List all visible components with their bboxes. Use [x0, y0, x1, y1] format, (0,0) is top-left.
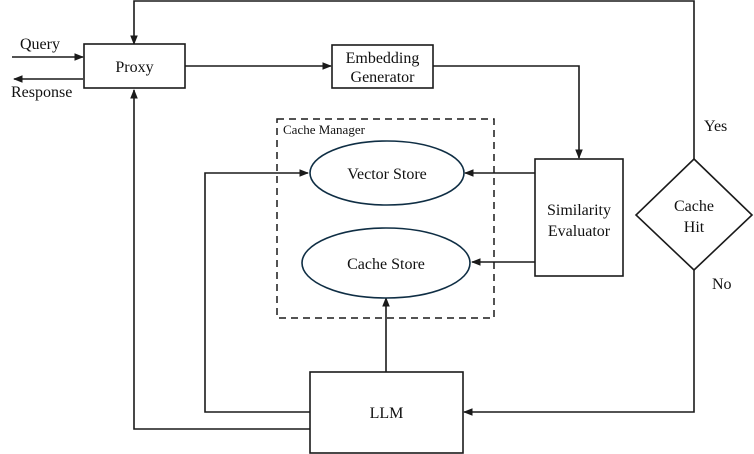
edge-llm-to-vector-store — [204, 169, 310, 413]
query-label: Query — [20, 36, 60, 53]
vector-store-node: Vector Store — [309, 140, 465, 206]
proxy-node: Proxy — [83, 43, 186, 89]
similarity-evaluator-node: Similarity Evaluator — [534, 158, 624, 277]
cache-hit-label-line1: Cache — [674, 198, 714, 215]
proxy-label: Proxy — [115, 59, 153, 76]
cache-hit-decision-node: Cache Hit — [634, 157, 754, 272]
cache-store-node: Cache Store — [301, 227, 471, 299]
cache-hit-label-line2: Hit — [684, 219, 705, 236]
similarity-evaluator-label-line1: Similarity — [547, 202, 611, 219]
cache-manager-group — [276, 118, 495, 319]
embedding-generator-node: Embedding Generator — [331, 44, 434, 89]
cache-manager-label: Cache Manager — [283, 122, 366, 137]
edge-embedding-to-similarity — [433, 65, 583, 159]
edge-cache-hit-yes-to-proxy — [130, 0, 695, 159]
no-label: No — [712, 276, 732, 293]
embedding-generator-label-line2: Generator — [351, 69, 416, 86]
response-label: Response — [11, 84, 72, 101]
similarity-evaluator-label-line2: Evaluator — [548, 223, 611, 240]
llm-label: LLM — [370, 405, 404, 422]
vector-store-label: Vector Store — [347, 166, 427, 183]
edge-cache-hit-no-to-llm — [463, 270, 695, 416]
embedding-generator-label-line1: Embedding — [346, 50, 420, 67]
yes-label: Yes — [704, 118, 727, 135]
edge-llm-to-proxy — [130, 89, 310, 430]
cache-store-label: Cache Store — [347, 256, 425, 273]
llm-node: LLM — [309, 371, 464, 454]
